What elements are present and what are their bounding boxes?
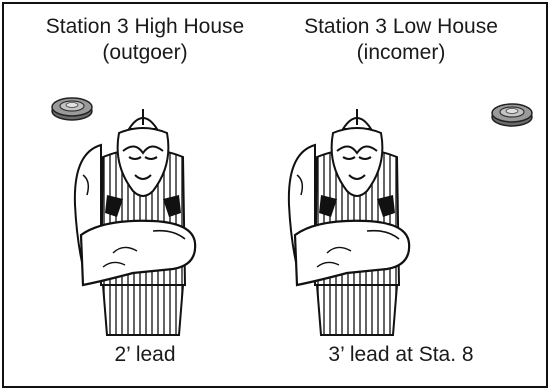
shotgun-sight-view-icon [287,107,411,337]
panel-right-caption: 3’ lead at Sta. 8 [328,343,474,366]
clay-target-icon [51,97,93,121]
shotgun-sight-view-icon [73,107,197,337]
panel-left-title: Station 3 High House [45,15,245,38]
panel-left-subtitle: (outgoer) [102,41,188,64]
clay-target-icon [491,103,533,127]
panel-right-subtitle: (incomer) [356,41,446,64]
panel-left-caption: 2’ lead [114,343,176,366]
panel-right-title: Station 3 Low House [304,15,498,38]
